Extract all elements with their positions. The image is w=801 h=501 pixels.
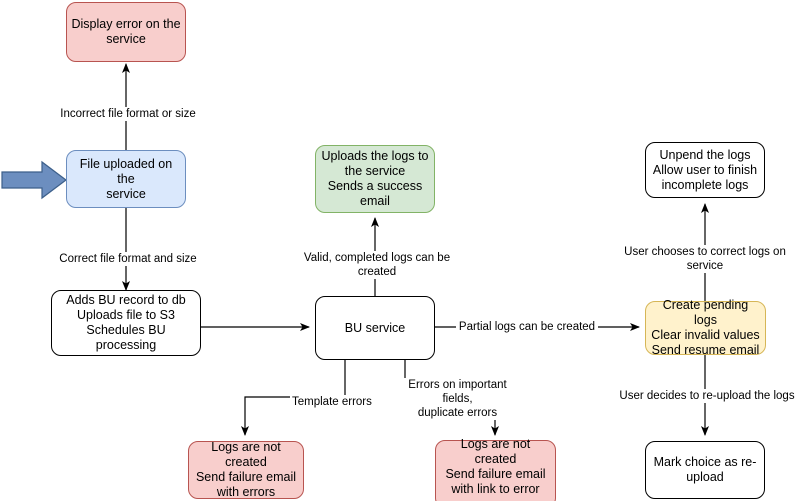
start-arrow-icon xyxy=(1,160,67,200)
edge-label-correct-format: Correct file format and size xyxy=(56,252,200,266)
node-logs-not-created-errors[interactable]: Logs are not created Send failure email … xyxy=(188,440,304,499)
edge-label-template-errors: Template errors xyxy=(290,395,382,409)
edge-label-user-corrects: User chooses to correct logs on service xyxy=(605,245,801,273)
node-display-error[interactable]: Display error on the service xyxy=(66,2,186,62)
edge-label-partial-logs: Partial logs can be created xyxy=(456,320,598,334)
node-file-uploaded[interactable]: File uploaded on the service xyxy=(66,150,186,208)
edge-label-important-fields: Errors on important fields, duplicate er… xyxy=(393,378,522,420)
edge-label-user-reupload: User decides to re-upload the logs xyxy=(612,389,801,403)
node-create-pending-logs[interactable]: Create pending logs Clear invalid values… xyxy=(645,298,766,357)
node-adds-bu-record[interactable]: Adds BU record to db Uploads file to S3 … xyxy=(51,290,201,356)
edge-label-incorrect-format: Incorrect file format or size xyxy=(56,107,200,121)
node-uploads-logs[interactable]: Uploads the logs to the service Sends a … xyxy=(315,145,435,213)
node-unpend-logs[interactable]: Unpend the logs Allow user to finish inc… xyxy=(645,142,765,198)
node-bu-service[interactable]: BU service xyxy=(315,296,435,360)
node-mark-choice[interactable]: Mark choice as re- upload xyxy=(645,441,765,499)
node-logs-not-created-link[interactable]: Logs are not created Send failure email … xyxy=(435,437,556,501)
edge-label-valid-completed: Valid, completed logs can be created xyxy=(282,251,472,279)
